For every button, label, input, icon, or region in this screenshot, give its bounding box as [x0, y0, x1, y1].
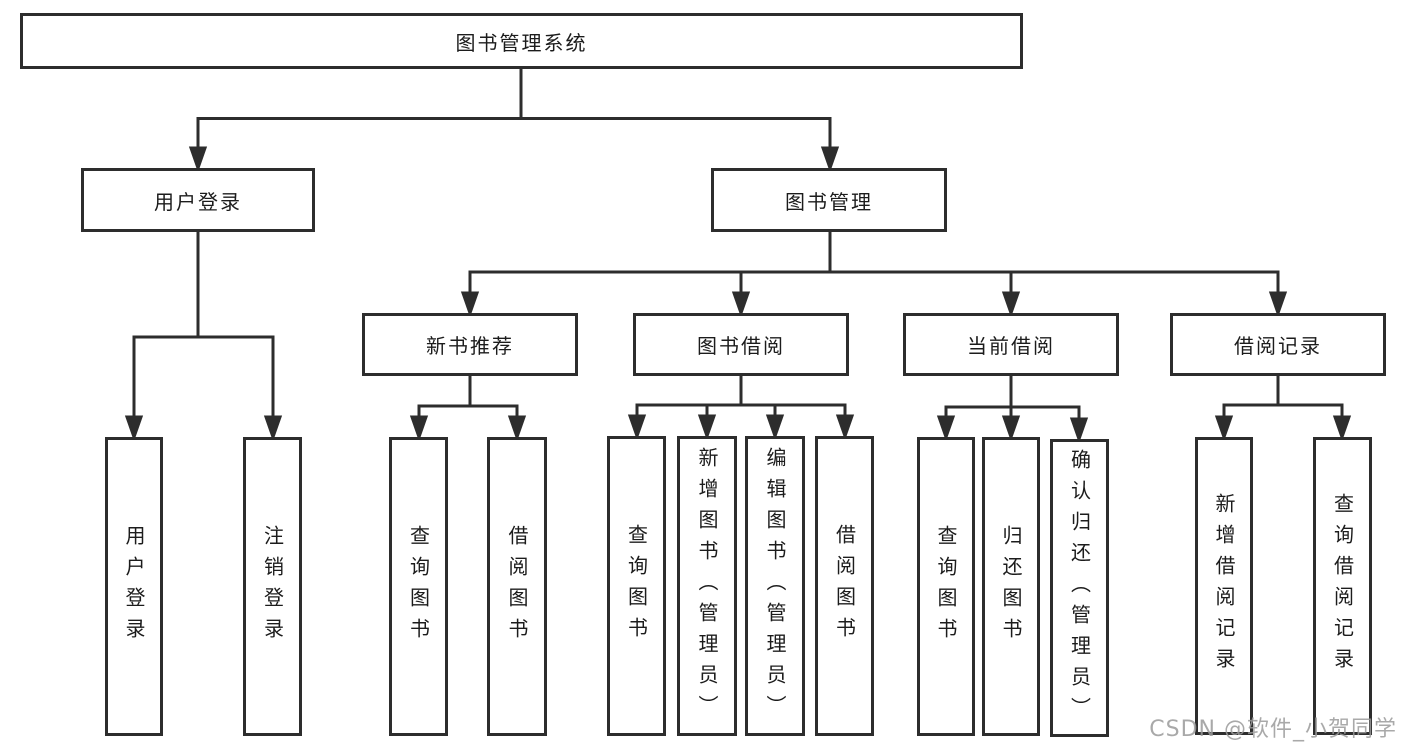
leaf-edit-books-admin: 编辑图书（管理员） [745, 436, 805, 736]
node-borrowing-records: 借阅记录 [1170, 313, 1386, 376]
leaf-logout: 注销登录 [243, 437, 302, 736]
leaf-return-books: 归还图书 [982, 437, 1040, 736]
leaf-query-books-borrow: 查询图书 [607, 436, 666, 736]
leaf-query-borrow-record: 查询借阅记录 [1313, 437, 1372, 735]
leaf-query-books-recommend: 查询图书 [389, 437, 448, 736]
node-label: 当前借阅 [967, 334, 1055, 358]
leaf-add-books-admin: 新增图书（管理员） [677, 436, 737, 736]
node-label: 图书借阅 [697, 334, 785, 358]
node-book-management: 图书管理 [711, 168, 947, 232]
node-label: 新书推荐 [426, 334, 514, 358]
node-label: 借阅记录 [1234, 334, 1322, 358]
leaf-borrow-books-recommend: 借阅图书 [487, 437, 547, 736]
leaf-add-borrow-record: 新增借阅记录 [1195, 437, 1253, 735]
node-label: 图书管理 [785, 189, 873, 214]
node-label: 确认归还（管理员） [1067, 448, 1092, 728]
leaf-borrow-books: 借阅图书 [815, 436, 874, 736]
leaf-user-login: 用户登录 [105, 437, 163, 736]
node-label: 借阅图书 [832, 524, 857, 648]
node-label: 新增借阅记录 [1212, 493, 1236, 679]
leaf-query-books-current: 查询图书 [917, 437, 975, 736]
node-library-management-system: 图书管理系统 [20, 13, 1023, 69]
node-label: 查询借阅记录 [1330, 493, 1355, 679]
node-new-book-recommendation: 新书推荐 [362, 313, 578, 376]
csdn-watermark: CSDN @软件_小贺同学 [1149, 717, 1397, 742]
node-label: 借阅图书 [505, 524, 529, 649]
node-user-login: 用户登录 [81, 168, 315, 232]
node-book-borrowing: 图书借阅 [633, 313, 849, 376]
node-label: 归还图书 [999, 524, 1023, 649]
node-label: 新增图书（管理员） [695, 446, 719, 726]
node-label: 查询图书 [624, 524, 649, 648]
node-label: 注销登录 [260, 524, 285, 649]
node-label: 用户登录 [122, 524, 146, 649]
node-label: 图书管理系统 [455, 30, 588, 55]
node-label: 查询图书 [406, 524, 431, 649]
leaf-confirm-return-admin: 确认归还（管理员） [1050, 439, 1109, 737]
node-current-borrowing: 当前借阅 [903, 313, 1119, 376]
node-label: 编辑图书（管理员） [763, 446, 787, 726]
node-label: 查询图书 [934, 524, 958, 649]
node-label: 用户登录 [154, 189, 242, 214]
